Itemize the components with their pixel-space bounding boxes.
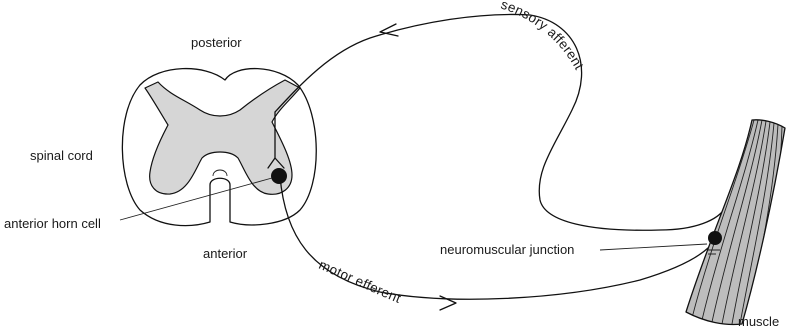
label-anterior: anterior [203,246,248,261]
central-canal-notch [213,170,227,176]
neuromuscular-junction-leader [600,244,707,250]
muscle [680,115,788,329]
neuromuscular-junction-dot [708,231,722,245]
label-motor-efferent: motor efferent [317,257,404,306]
label-anterior-horn-cell: anterior horn cell [4,216,101,231]
spinal-cord [122,69,316,226]
anterior-horn-cell-leader [120,178,272,220]
label-posterior: posterior [191,35,242,50]
label-spinal-cord: spinal cord [30,148,93,163]
label-sensory-afferent: sensory afferent [499,0,587,72]
anterior-horn-cell-body [271,168,287,184]
label-neuromuscular-junction: neuromuscular junction [440,242,574,257]
sensory-afferent-nerve [275,14,725,230]
label-muscle: muscle [738,314,779,329]
